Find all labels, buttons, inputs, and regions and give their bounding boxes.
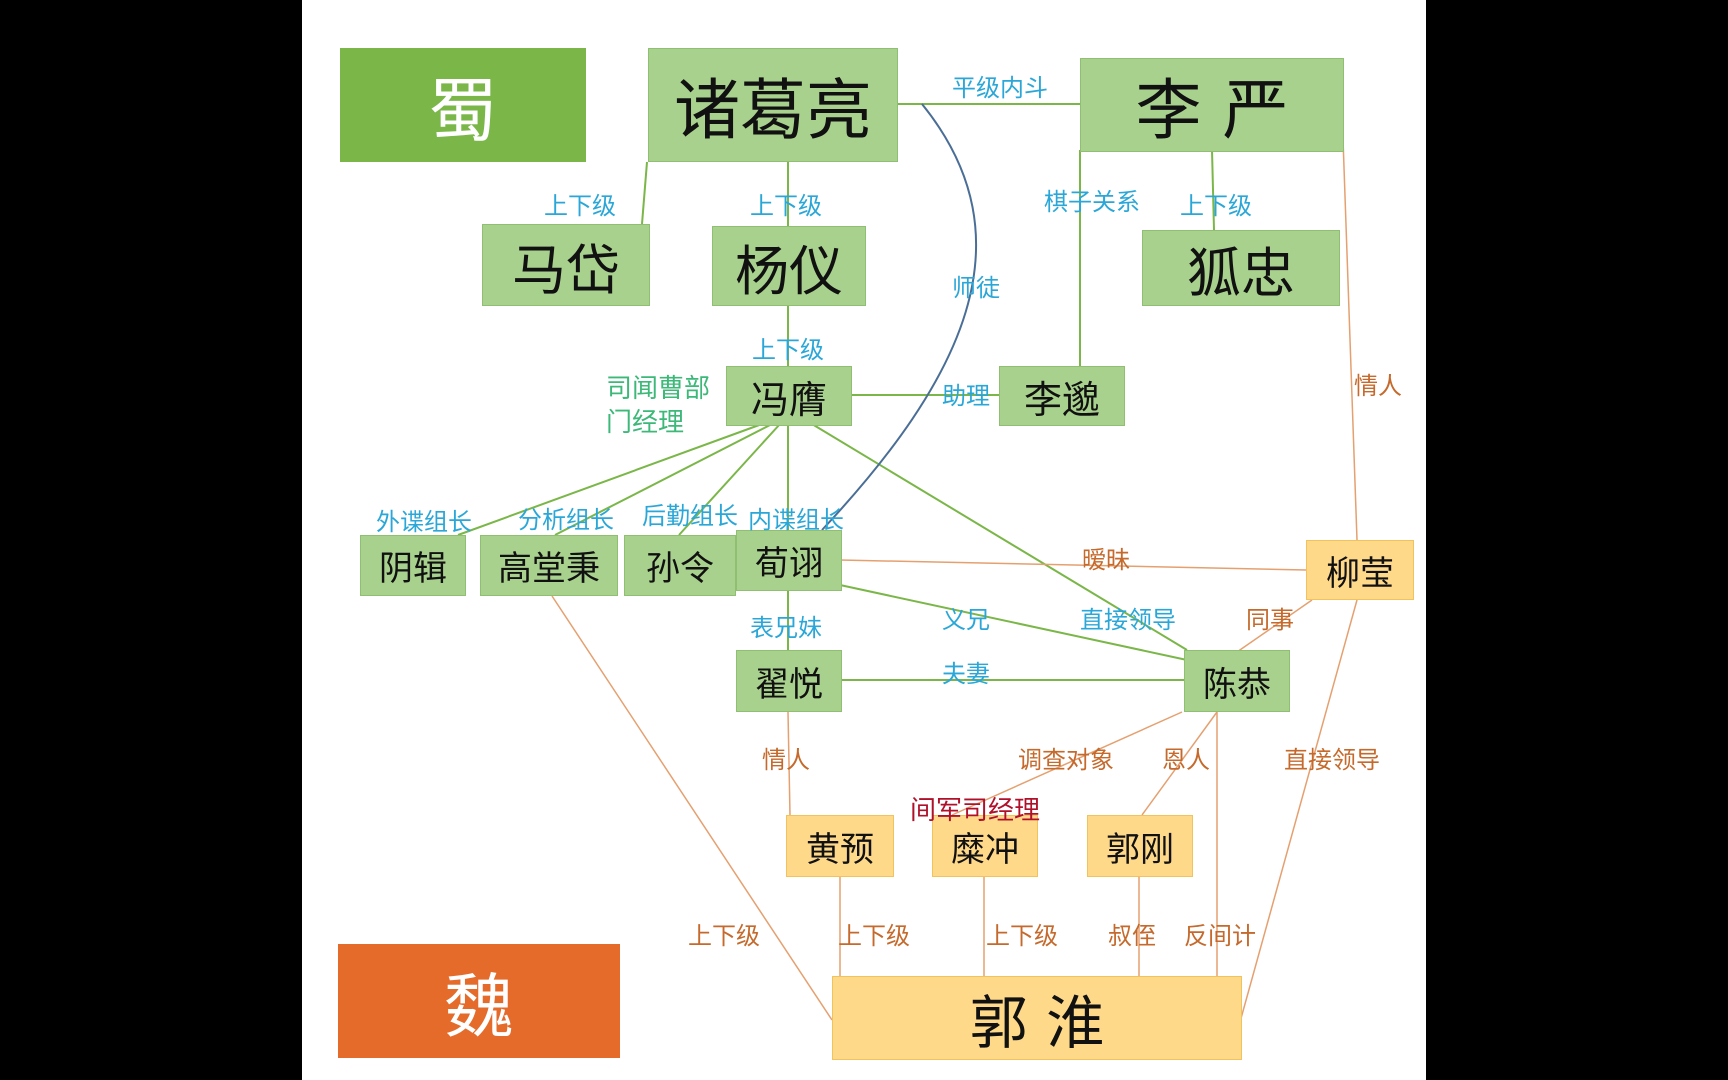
label-sup-gao: 上下级 xyxy=(688,922,760,950)
node-yang-yi: 杨仪 xyxy=(712,226,866,306)
label-logistics-lead: 后勤组长 xyxy=(642,502,738,530)
label-mentor: 师徒 xyxy=(952,274,1000,302)
label-internal-spy-lead: 内谍组长 xyxy=(748,506,844,534)
node-di-yue: 翟悦 xyxy=(736,650,842,712)
label-cousins: 表兄妹 xyxy=(750,614,822,642)
link-feng-sun xyxy=(678,423,781,536)
node-huang-yu: 黄预 xyxy=(786,815,894,877)
link-liyan-liuying xyxy=(1341,109,1358,541)
node-guo-huai: 郭 淮 xyxy=(832,976,1242,1060)
label-sup-feng: 上下级 xyxy=(752,336,824,364)
node-sun-ling: 孙令 xyxy=(624,535,736,596)
feng-ying-title-line-2: 门经理 xyxy=(606,408,685,438)
node-feng-ying: 冯膺 xyxy=(726,366,852,426)
node-li-yan: 李 严 xyxy=(1080,58,1344,152)
label-chess-piece: 棋子关系 xyxy=(1044,188,1140,216)
label-spouse: 夫妻 xyxy=(942,660,990,688)
shu-links xyxy=(457,103,1215,681)
link-liyan-huzhong xyxy=(1211,149,1215,231)
label-ambiguous: 暧昧 xyxy=(1082,546,1130,574)
link-gao-guohuai xyxy=(551,595,833,1021)
label-sup-ma-dai: 上下级 xyxy=(544,192,616,220)
label-direct-leader-feng: 直接领导 xyxy=(1080,606,1176,634)
shu-faction-banner: 蜀 xyxy=(340,48,586,162)
link-feng-chen xyxy=(811,423,1188,651)
link-feng-yinji xyxy=(457,423,763,536)
wei-faction-banner: 魏 xyxy=(338,944,620,1058)
node-ma-dai: 马岱 xyxy=(482,224,650,306)
link-liuying-guohuai xyxy=(1239,599,1358,1023)
label-investigation-target: 调查对象 xyxy=(1018,746,1114,774)
relation-lines xyxy=(457,103,1358,1023)
label-sup-mi: 上下级 xyxy=(986,922,1058,950)
label-peer-rivalry: 平级内斗 xyxy=(952,74,1048,102)
link-zhuge-xun-mentor xyxy=(821,103,978,531)
node-li-miao: 李邈 xyxy=(999,366,1125,426)
label-benefactor: 恩人 xyxy=(1162,746,1210,774)
label-uncle-nephew: 叔侄 xyxy=(1108,922,1156,950)
node-guo-gang: 郭刚 xyxy=(1087,815,1193,877)
link-di-huang xyxy=(787,711,791,816)
label-lover-huang: 情人 xyxy=(762,746,810,774)
diagram-canvas: 蜀 魏 诸葛亮 李 严 马岱 杨仪 狐忠 冯膺 李邈 阴辑 高堂秉 孙令 荀诩 … xyxy=(302,0,1426,1080)
label-assistant: 助理 xyxy=(942,382,990,410)
label-sup-hu-zhong: 上下级 xyxy=(1180,192,1252,220)
link-chen-guogang xyxy=(1141,711,1218,816)
label-sworn-brother: 义兄 xyxy=(942,606,990,634)
label-sup-huang: 上下级 xyxy=(838,922,910,950)
node-hu-zhong: 狐忠 xyxy=(1142,230,1340,306)
feng-ying-title-line-1: 司闻曹部 xyxy=(606,374,711,404)
link-xun-liuying xyxy=(839,559,1307,571)
link-xun-chen xyxy=(839,584,1188,661)
link-chen-mi xyxy=(951,711,1183,816)
label-lover-liu: 情人 xyxy=(1354,372,1402,400)
wei-links xyxy=(551,109,1358,1023)
label-analysis-lead: 分析组长 xyxy=(518,506,614,534)
link-feng-gao xyxy=(554,423,773,536)
label-double-agent: 反间计 xyxy=(1184,922,1256,950)
node-xun-xu: 荀诩 xyxy=(736,530,842,591)
node-gao-tang-bing: 高堂秉 xyxy=(480,535,618,596)
label-direct-leader-guo: 直接领导 xyxy=(1284,746,1380,774)
link-liuying-chen xyxy=(1236,599,1313,653)
label-sup-yang-yi: 上下级 xyxy=(750,192,822,220)
link-zhuge-madai xyxy=(641,161,648,225)
node-liu-ying: 柳莹 xyxy=(1306,540,1414,600)
node-yin-ji: 阴辑 xyxy=(360,535,466,596)
label-colleague: 同事 xyxy=(1246,606,1294,634)
node-chen-gong: 陈恭 xyxy=(1184,650,1290,712)
mi-chong-title: 间军司经理 xyxy=(910,796,1041,826)
node-zhuge-liang: 诸葛亮 xyxy=(648,48,898,162)
label-external-spy-lead: 外谍组长 xyxy=(376,508,472,536)
node-mi-chong: 糜冲 xyxy=(932,815,1038,877)
